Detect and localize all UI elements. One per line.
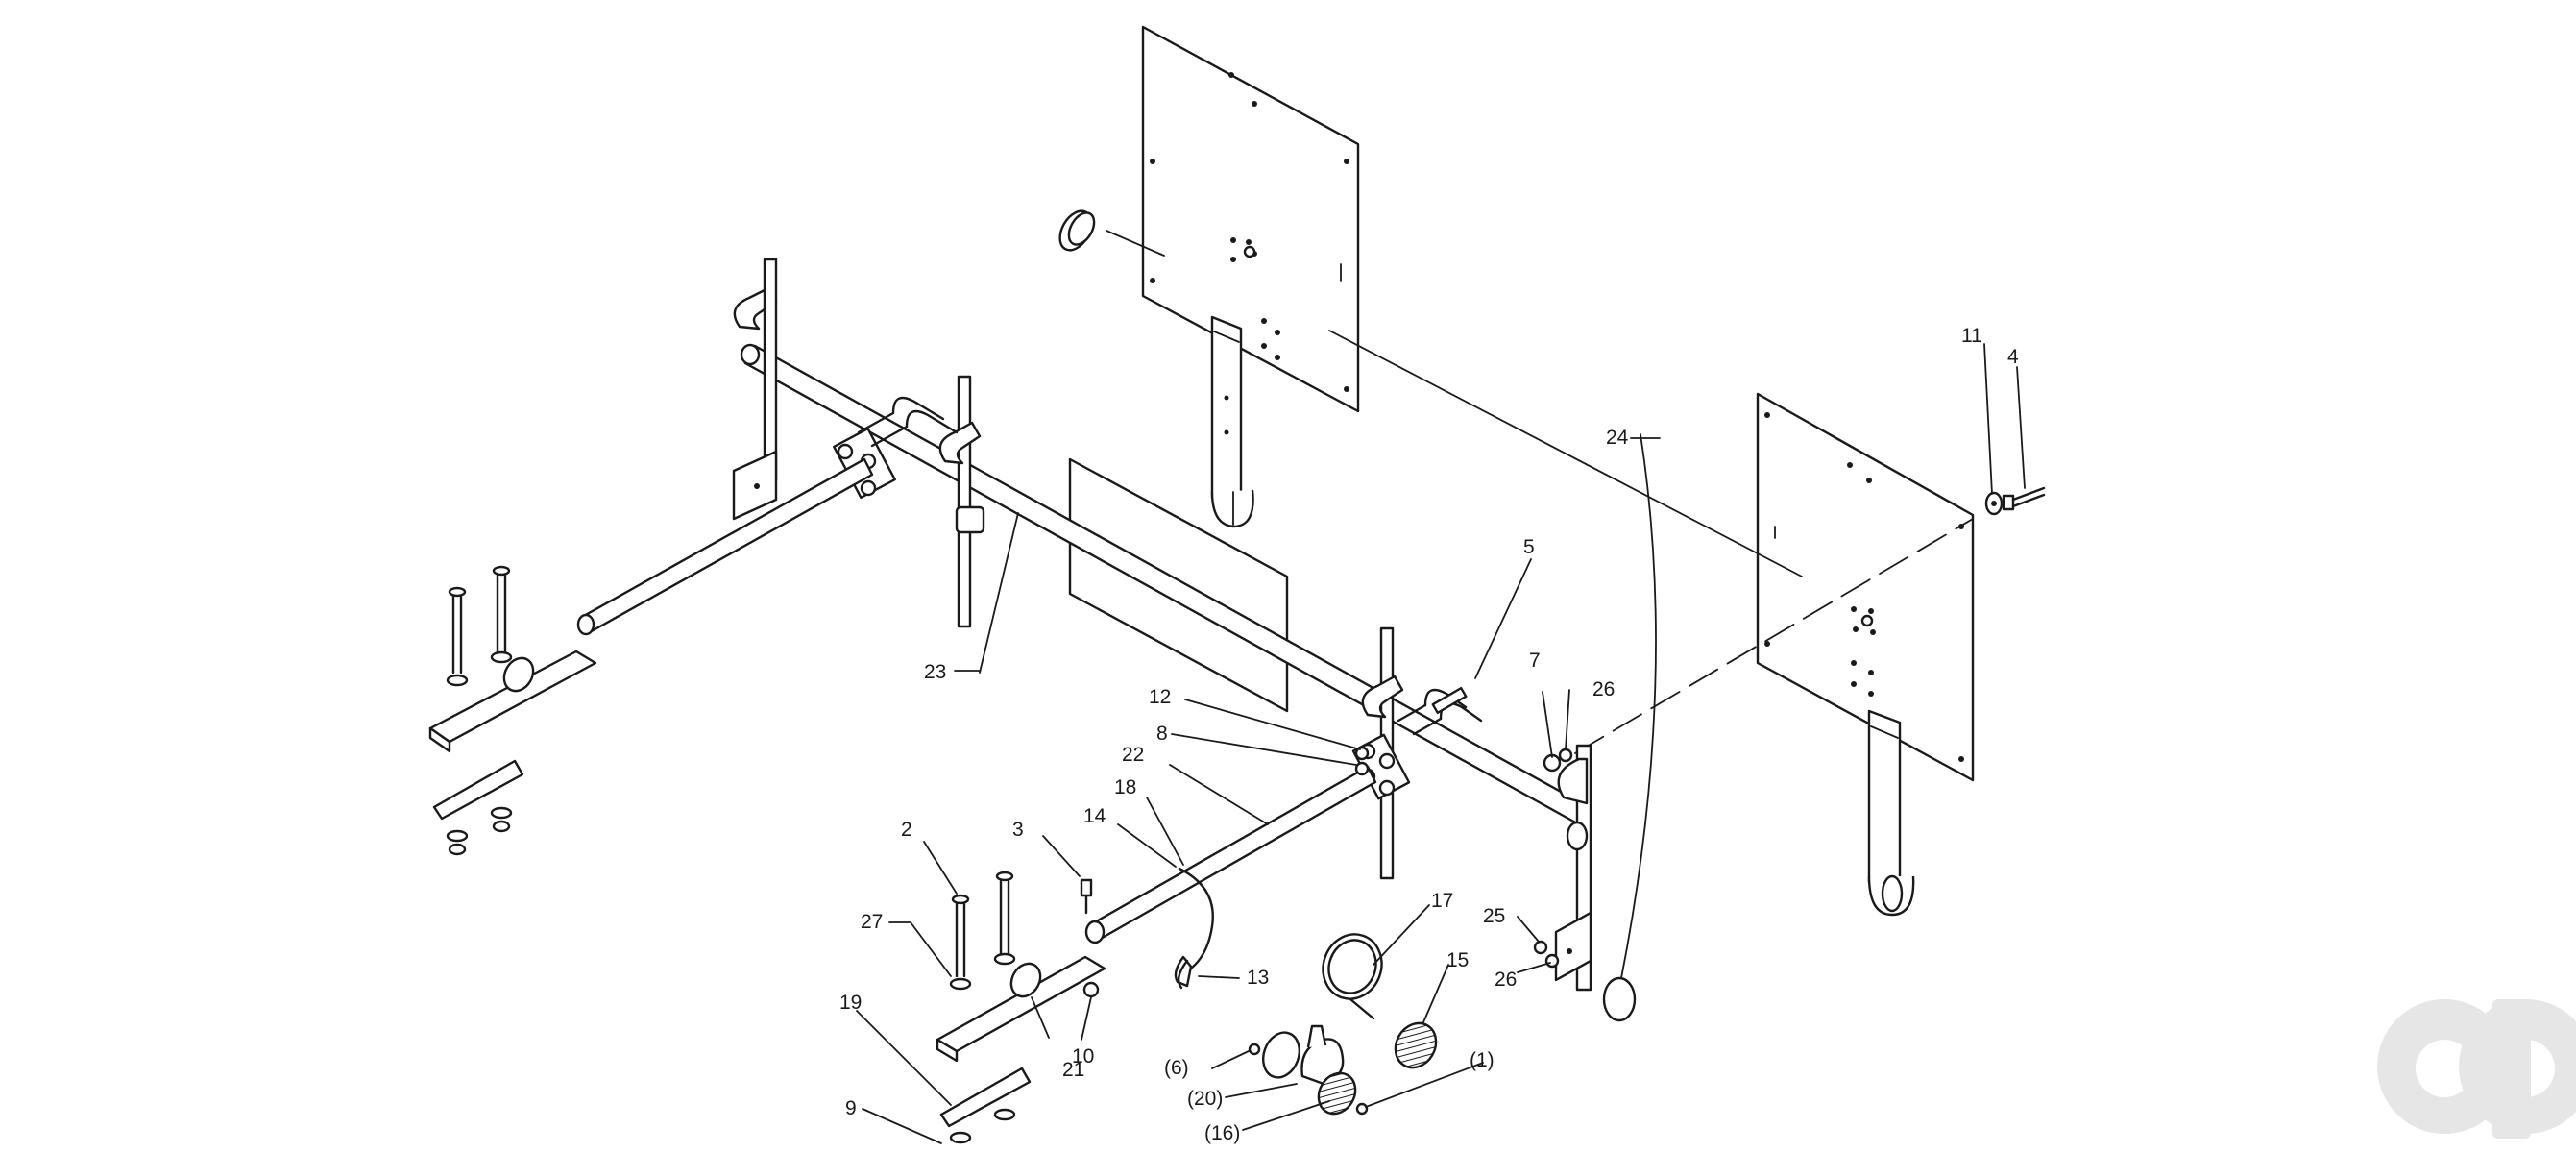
label-14: 14 [1083, 805, 1106, 827]
label-22: 22 [1122, 744, 1144, 766]
label-13: 13 [1247, 967, 1269, 989]
left-extension-arm [576, 457, 874, 636]
upper-reflector-plate [1141, 25, 1360, 528]
label-15: 15 [1446, 949, 1469, 971]
label-11: 11 [1961, 325, 1982, 347]
washer-and-bolt [1984, 486, 2046, 516]
label-23: 23 [924, 661, 946, 683]
reflector-parts-front [1248, 933, 1438, 1116]
label-20: (20) [1187, 1088, 1223, 1110]
front-extension-arm [1084, 765, 1377, 944]
label-1: (1) [1470, 1049, 1495, 1071]
label-24: 24 [1606, 427, 1629, 449]
label-2: 2 [901, 819, 912, 841]
label-18: 18 [1114, 776, 1136, 798]
middle-upright-bracket [938, 375, 985, 628]
label-25: 25 [1483, 905, 1505, 927]
left-foot-assembly [428, 565, 597, 856]
label-27: 27 [861, 911, 883, 933]
lower-reflector-plate [1756, 392, 1975, 917]
label-19: 19 [839, 992, 862, 1014]
cable-and-clip [1174, 867, 1214, 990]
right-end-upright [1554, 744, 1592, 992]
front-foot-assembly [936, 871, 1106, 1144]
label-26-lower: 26 [1495, 969, 1517, 991]
dashed-axis-line [1574, 518, 1974, 754]
plate-leader-line [1328, 330, 1803, 577]
left-upright-bracket [732, 258, 778, 521]
label-3: 3 [1012, 819, 1024, 841]
small-hardware [1080, 746, 1573, 998]
right-clamp-bracket [1351, 626, 1483, 880]
label-5: 5 [1523, 536, 1535, 558]
label-4: 4 [2007, 346, 2019, 368]
part-number-labels: (1) 2 3 4 5 (6) 7 8 9 10 11 12 13 14 15 … [839, 325, 2019, 1144]
label-26-upper: 26 [1592, 678, 1615, 700]
reflector-disc-upper [1058, 209, 1165, 257]
label-10: 10 [1072, 1045, 1094, 1067]
label-9: 9 [845, 1097, 857, 1119]
leader-lines [856, 343, 2026, 1144]
label-21: 21 [1062, 1059, 1084, 1081]
label-17: 17 [1431, 890, 1453, 912]
watermark-logo [2377, 999, 2576, 1139]
label-16: (16) [1204, 1122, 1240, 1144]
label-12: 12 [1149, 686, 1171, 708]
label-7: 7 [1529, 650, 1541, 672]
label-6: (6) [1164, 1057, 1189, 1079]
label-8: 8 [1156, 723, 1168, 745]
reflector-disc-right [1602, 433, 1657, 1022]
